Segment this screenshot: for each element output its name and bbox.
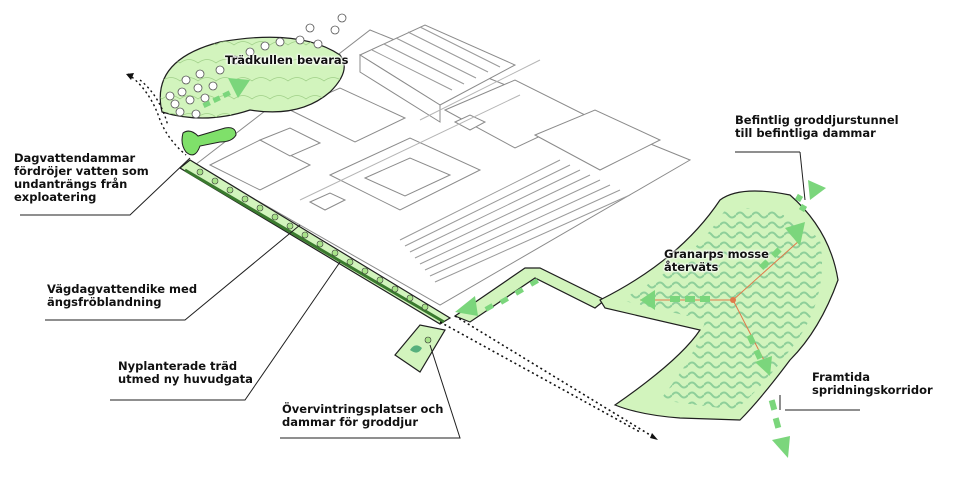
future-corridor-arrow [768,399,790,458]
water-flow-arrowhead [126,73,134,80]
hill-arrow [202,78,250,108]
hill-trees [165,13,347,119]
corridor [453,267,607,323]
tree-hill [159,13,347,119]
label-befintlig: Befintlig groddjurstunnel till befintlig… [735,113,899,140]
roadside-strip [178,159,452,325]
label-vagdagvattendike: Vägdagvattendike med ängsfröblandning [47,282,198,309]
road-dotted-lines [439,315,656,439]
label-dagvattendammar: Dagvattendammar fördröjer vatten som und… [14,151,149,204]
leader-lines [20,151,860,439]
label-granarps: Granarps mosse återväts [664,247,769,274]
label-framtida: Framtida spridningskorridor [812,370,933,397]
road-arrowhead [650,433,658,440]
stormwater-pond [181,127,237,156]
label-tradkullen: Trädkullen bevaras [225,53,349,67]
label-nyplanterade: Nyplanterade träd utmed ny huvudgata [118,359,253,386]
tunnel-arrow [794,180,826,213]
label-overvintring: Övervintringsplatser och dammar för grod… [282,402,444,429]
granarps-mosse [599,190,839,421]
water-flow-left [127,73,187,156]
amphibian-area [394,324,446,373]
